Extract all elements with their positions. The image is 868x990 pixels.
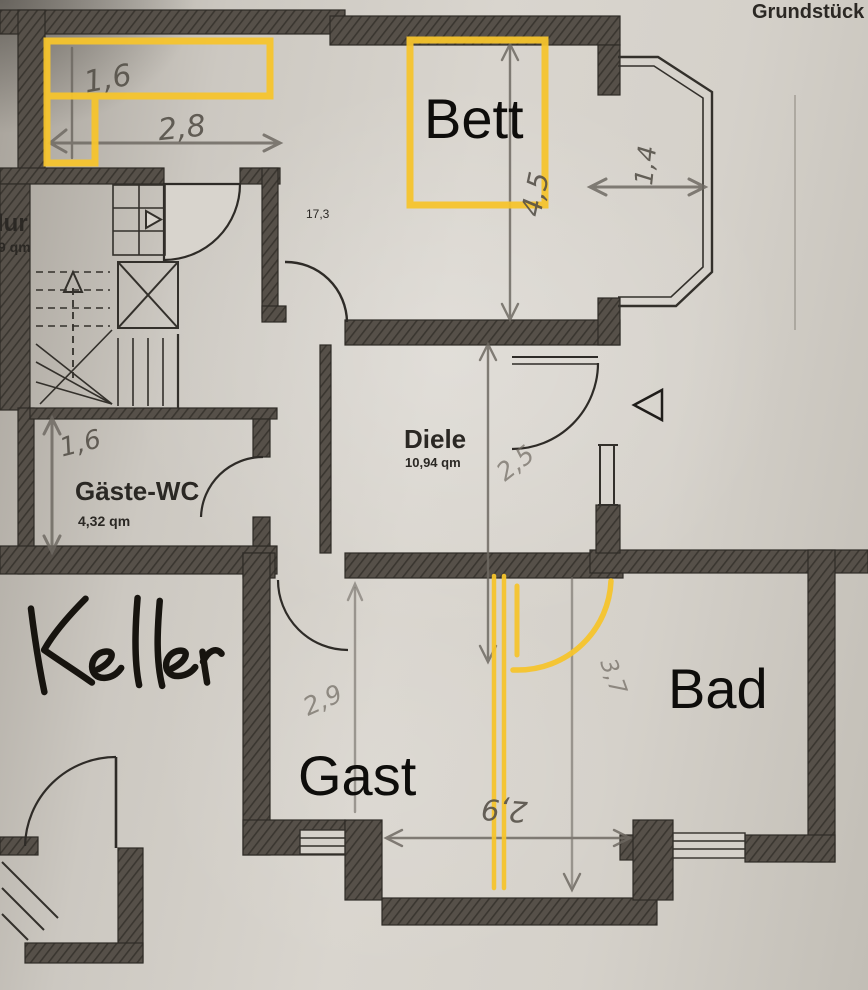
diele-label: Diele bbox=[404, 424, 466, 454]
bay-window-inner bbox=[618, 65, 704, 298]
arrowhead bbox=[562, 872, 582, 893]
highlight-rect-bett bbox=[406, 36, 549, 209]
wall-bay-step-right bbox=[632, 819, 674, 901]
gast-label: Gast bbox=[298, 744, 417, 807]
keller-stroke-e2 bbox=[162, 647, 199, 680]
wall-wc-right-upper bbox=[252, 418, 271, 458]
dim-2-9-gast: 2,9 bbox=[299, 679, 347, 722]
wall-hall-top-a bbox=[0, 167, 165, 185]
keller-stroke-l1 bbox=[132, 594, 143, 689]
highlight-rect-topleft-wide bbox=[43, 37, 274, 100]
highlight-rect-topleft-small bbox=[43, 92, 99, 167]
dim-2-8: 2,8 bbox=[156, 108, 207, 148]
flur-area-fragment: 9 qm bbox=[0, 239, 31, 255]
gaeste-wc-area: 4,32 qm bbox=[78, 513, 130, 529]
window-gast-bottom bbox=[299, 829, 346, 855]
gaeste-wc-label: Gäste-WC bbox=[75, 476, 199, 506]
wall-bad-bottom-right bbox=[744, 834, 836, 863]
dim-1-6-wc: 1,6 bbox=[57, 424, 104, 463]
yellow-annotations bbox=[43, 36, 614, 891]
wall-left-upper bbox=[17, 9, 46, 183]
flur-label-fragment: lur bbox=[0, 210, 28, 237]
grundstueck-label: Grundstück bbox=[752, 1, 865, 23]
wall-keller-bottom bbox=[24, 942, 144, 964]
keller-stroke-r bbox=[199, 647, 225, 686]
dim-17-3: 17,3 bbox=[306, 207, 330, 221]
door-keller bbox=[23, 755, 117, 847]
wall-hall-bett bbox=[261, 167, 279, 319]
stair-winders bbox=[35, 329, 113, 405]
arrowhead bbox=[500, 302, 520, 323]
wall-wc-bottom bbox=[0, 545, 278, 575]
stairs bbox=[1, 184, 180, 941]
wall-bay-stub-top bbox=[597, 44, 621, 96]
bad-label: Bad bbox=[668, 657, 768, 720]
room-overlay-labels: Bett Gast Bad bbox=[298, 87, 768, 807]
pencil-dimensions bbox=[42, 41, 709, 893]
diele-area: 10,94 qm bbox=[405, 455, 461, 470]
bay-window-outer bbox=[618, 55, 714, 308]
walls bbox=[0, 9, 868, 964]
stair-up-arrow bbox=[62, 269, 84, 378]
doors bbox=[23, 182, 600, 848]
wall-bay-bottom bbox=[381, 897, 658, 926]
dim-4-5: 4,5 bbox=[515, 169, 557, 219]
windows-and-bays bbox=[299, 55, 796, 859]
door-diele bbox=[511, 362, 600, 451]
keller-stroke-e1 bbox=[88, 648, 125, 682]
wall-wc-right-lower bbox=[252, 516, 271, 547]
arrowhead bbox=[42, 414, 62, 436]
keller-ramp-hatch bbox=[1, 861, 59, 941]
wall-top-left bbox=[0, 9, 346, 35]
keller-stroke-l2 bbox=[154, 597, 166, 690]
wall-bad-top bbox=[589, 549, 868, 574]
arrowhead bbox=[346, 581, 364, 602]
wall-bad-right bbox=[807, 549, 836, 863]
arrowhead bbox=[586, 177, 608, 197]
wall-left-stair bbox=[0, 183, 31, 411]
keller-stroke-k2 bbox=[40, 595, 96, 686]
printed-labels: Grundstück lur 9 qm 17,3 Gäste-WC 4,32 q… bbox=[0, 1, 865, 529]
wall-bett-bottom bbox=[344, 319, 621, 346]
door-bett bbox=[284, 260, 349, 323]
wall-diele-right-lower bbox=[595, 504, 621, 554]
dim-1-6-top: 1,6 bbox=[81, 58, 134, 101]
door-gaeste-wc bbox=[199, 455, 264, 518]
wall-gast-left bbox=[242, 552, 271, 856]
north-triangle-marker bbox=[631, 387, 664, 423]
window-bad-bottom bbox=[672, 832, 746, 859]
dim-2-9-bottom: 2,9 bbox=[480, 792, 528, 829]
wall-keller-left bbox=[0, 836, 39, 856]
arrowhead bbox=[687, 177, 709, 197]
arrowhead bbox=[612, 828, 633, 848]
wall-bay-stub-bottom bbox=[597, 297, 621, 346]
dim-1-4: 1,4 bbox=[629, 144, 662, 187]
keller-stroke-k bbox=[27, 605, 48, 696]
wall-hall-bett-foot bbox=[261, 305, 287, 323]
keller-handwriting bbox=[27, 594, 225, 696]
highlight-door-arc bbox=[510, 578, 614, 673]
arrowhead bbox=[500, 41, 520, 62]
wall-wc-top bbox=[29, 407, 278, 420]
arrowhead bbox=[262, 133, 284, 153]
arrowhead bbox=[42, 534, 62, 556]
dim-3-7: 3,7 bbox=[594, 655, 631, 699]
entry-steps bbox=[112, 184, 166, 256]
stair-lower-run bbox=[117, 334, 180, 408]
wall-diele-left bbox=[319, 344, 332, 554]
window-diele-right bbox=[598, 444, 618, 506]
arrowhead bbox=[383, 828, 404, 848]
door-hall-entry bbox=[162, 182, 242, 262]
entry-direction-triangle bbox=[145, 209, 164, 230]
elevator-shaft bbox=[117, 261, 179, 329]
arrowhead bbox=[47, 128, 68, 154]
bett-label: Bett bbox=[424, 87, 524, 150]
arrowhead bbox=[478, 341, 498, 362]
wall-bay-step-left bbox=[344, 819, 383, 901]
door-gast bbox=[276, 579, 349, 652]
wall-gast-top bbox=[344, 552, 624, 579]
